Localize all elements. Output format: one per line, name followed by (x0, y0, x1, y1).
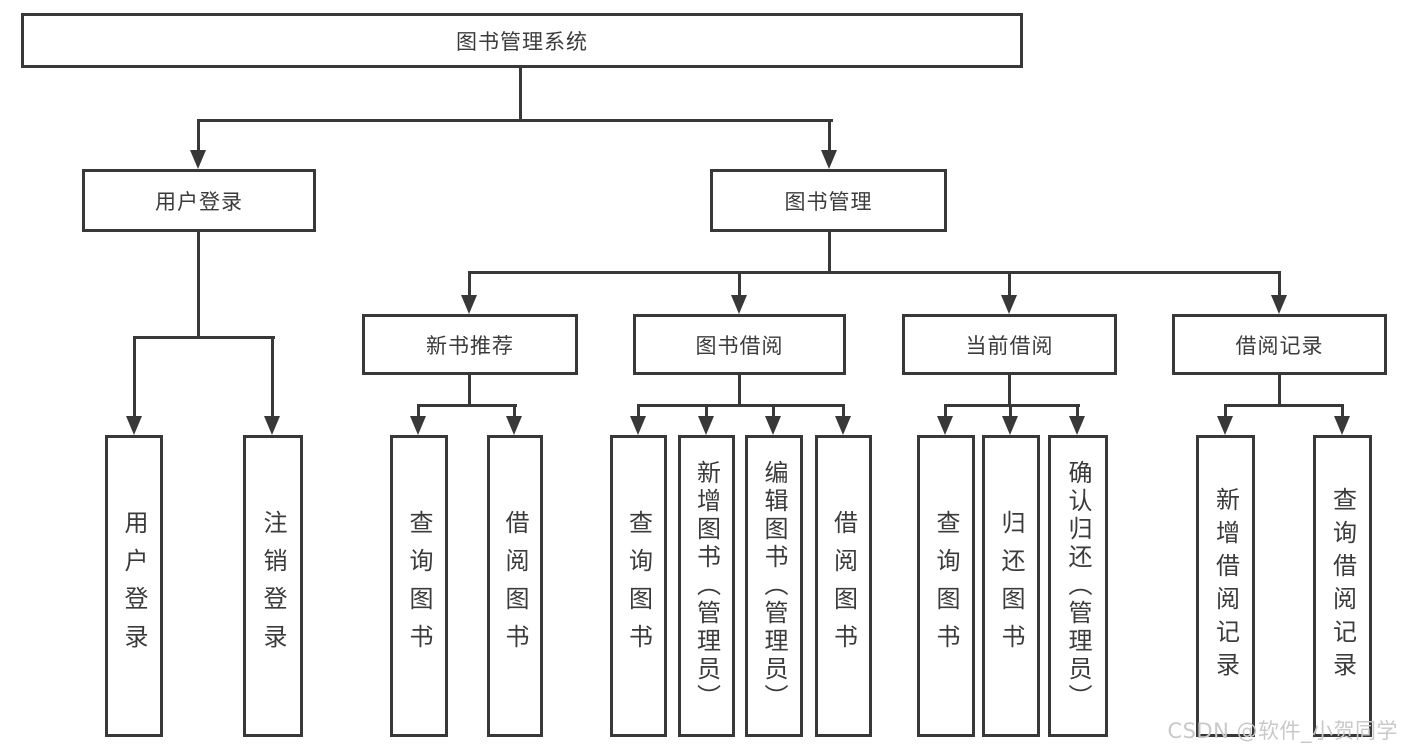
connector-line (1278, 375, 1281, 407)
arrowhead-down-icon (821, 150, 837, 169)
connector-line (513, 404, 516, 417)
leaf-query-books-3: 查询图书 (917, 435, 975, 737)
leaf-logout: 注销登录 (243, 435, 303, 737)
connector-line (705, 404, 708, 417)
leaf-user-login: 用户登录 (105, 435, 163, 737)
arrowhead-down-icon (1002, 416, 1018, 435)
arrowhead-down-icon (461, 295, 477, 314)
connector-line (1076, 404, 1079, 417)
connector-line (271, 336, 274, 417)
connector-line (468, 271, 471, 296)
connector-line (828, 119, 831, 151)
connector-line (828, 232, 831, 274)
node-label: 确认归还（管理员） (1064, 460, 1092, 712)
connector-line (772, 404, 775, 417)
node-label: 查询图书 (932, 510, 960, 662)
leaf-query-books-2: 查询图书 (610, 435, 667, 737)
node-label: 新增借阅记录 (1211, 487, 1240, 685)
arrowhead-down-icon (264, 416, 280, 435)
arrowhead-down-icon (731, 295, 747, 314)
node-book-management: 图书管理 (710, 169, 947, 232)
node-borrowing-records: 借阅记录 (1172, 314, 1387, 375)
connector-line (637, 404, 845, 407)
connector-line (197, 119, 833, 122)
node-label: 图书借阅 (695, 333, 784, 358)
arrowhead-down-icon (1334, 416, 1350, 435)
arrowhead-down-icon (698, 416, 714, 435)
connector-line (944, 404, 1080, 407)
node-label: 新书推荐 (426, 333, 514, 358)
node-label: 图书管理 (784, 189, 873, 214)
arrowhead-down-icon (1217, 416, 1233, 435)
arrowhead-down-icon (937, 416, 953, 435)
node-label: 查询图书 (624, 510, 653, 662)
arrowhead-down-icon (1069, 416, 1085, 435)
node-current-borrowing: 当前借阅 (902, 314, 1117, 375)
connector-line (468, 375, 471, 407)
arrowhead-down-icon (410, 416, 426, 435)
connector-line (133, 336, 136, 417)
node-label: 借阅图书 (501, 510, 529, 662)
node-label: 用户登录 (120, 510, 148, 662)
node-label: 注销登录 (259, 510, 287, 662)
leaf-query-borrow-record: 查询借阅记录 (1313, 435, 1372, 737)
node-label: 归还图书 (997, 510, 1025, 662)
arrowhead-down-icon (630, 416, 646, 435)
leaf-confirm-return-admin: 确认归还（管理员） (1048, 435, 1108, 737)
connector-line (133, 336, 275, 339)
connector-line (1341, 404, 1344, 417)
node-user-login: 用户登录 (82, 169, 316, 232)
node-label: 编辑图书（管理员） (760, 460, 788, 712)
connector-line (197, 232, 200, 339)
leaf-edit-books-admin: 编辑图书（管理员） (745, 435, 803, 737)
node-label: 查询借阅记录 (1328, 487, 1357, 685)
node-label: 查询图书 (405, 510, 433, 662)
connector-line (417, 404, 420, 417)
connector-line (468, 271, 1281, 274)
leaf-query-books-1: 查询图书 (390, 435, 448, 737)
leaf-borrow-books-2: 借阅图书 (815, 435, 872, 737)
connector-line (519, 68, 522, 120)
connector-line (842, 404, 845, 417)
leaf-borrow-books-1: 借阅图书 (487, 435, 543, 737)
connector-line (197, 119, 200, 151)
node-library-management-system: 图书管理系统 (21, 13, 1023, 68)
connector-line (1224, 404, 1344, 407)
leaf-return-books: 归还图书 (982, 435, 1040, 737)
arrowhead-down-icon (190, 150, 206, 169)
node-label: 用户登录 (155, 189, 243, 214)
node-book-borrowing: 图书借阅 (633, 314, 846, 375)
node-label: 借阅记录 (1235, 333, 1324, 358)
arrowhead-down-icon (1001, 295, 1017, 314)
arrowhead-down-icon (1271, 295, 1287, 314)
node-label: 当前借阅 (965, 333, 1054, 358)
arrowhead-down-icon (765, 416, 781, 435)
arrowhead-down-icon (126, 416, 142, 435)
leaf-add-borrow-record: 新增借阅记录 (1196, 435, 1255, 737)
connector-line (1278, 271, 1281, 296)
connector-line (637, 404, 640, 417)
connector-line (738, 375, 741, 407)
connector-line (738, 271, 741, 296)
connector-line (1224, 404, 1227, 417)
node-new-book-recommendation: 新书推荐 (362, 314, 578, 375)
arrowhead-down-icon (835, 416, 851, 435)
node-label: 图书管理系统 (456, 29, 588, 54)
connector-line (1009, 404, 1012, 417)
arrowhead-down-icon (506, 416, 522, 435)
node-label: 借阅图书 (829, 510, 858, 662)
node-label: 新增图书（管理员） (692, 460, 721, 712)
watermark: CSDN @软件_小贺同学 (1167, 719, 1398, 743)
connector-line (1008, 375, 1011, 407)
leaf-add-books-admin: 新增图书（管理员） (678, 435, 735, 737)
connector-line (1008, 271, 1011, 296)
connector-line (944, 404, 947, 417)
connector-line (417, 404, 517, 407)
